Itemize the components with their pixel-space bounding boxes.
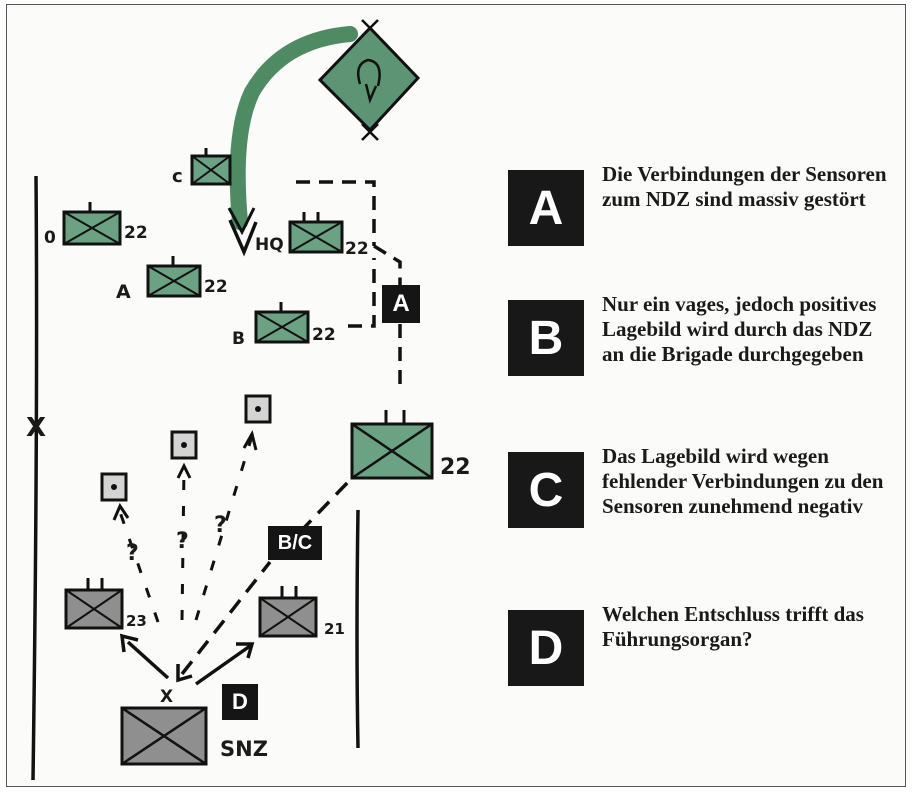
unit-snz — [120, 706, 208, 766]
legend-badge-c: C — [508, 452, 584, 528]
legend-text-d: Welchen Entschluss trifft das Führungsor… — [602, 602, 864, 651]
sensor-left — [100, 472, 128, 502]
tag-bc: B/C — [268, 526, 322, 560]
dashed-arrow-left — [118, 511, 160, 623]
tag-d: D — [222, 684, 258, 720]
dashed-link-b — [348, 258, 376, 328]
legend-item-a: A Die Verbindungen der Sensoren zum NDZ … — [508, 162, 892, 246]
unit-c-label: c — [172, 166, 183, 187]
unit-0-number: 22 — [124, 223, 148, 243]
unit-right-number: 22 — [440, 455, 471, 480]
legend-text-b: Nur ein vages, jedoch positives Lagebild… — [602, 292, 877, 366]
legend-text-a: Die Verbindungen der Sensoren zum NDZ si… — [602, 162, 887, 211]
question-mark-right: ? — [214, 513, 227, 538]
unit-0 — [62, 202, 122, 246]
legend-badge-a: A — [508, 170, 584, 246]
unit-right-22 — [350, 410, 434, 480]
arrow-to-23 — [126, 640, 170, 680]
boundary-line-right — [355, 509, 360, 749]
question-mark-middle: ? — [176, 529, 189, 554]
unit-21-label: 21 — [324, 620, 345, 638]
unit-hq — [228, 212, 344, 257]
unit-hq-label: HQ — [255, 235, 284, 255]
legend-item-b: B Nur ein vages, jedoch positives Lagebi… — [508, 292, 882, 376]
higher-hq-diamond — [317, 19, 421, 141]
legend-badge-b: B — [508, 300, 584, 376]
question-mark-left: ? — [126, 541, 139, 566]
unit-snz-label: SNZ — [220, 737, 268, 761]
sensor-middle — [170, 430, 198, 460]
unit-a-number: 22 — [204, 277, 228, 297]
unit-c — [190, 148, 232, 186]
unit-b-label: B — [232, 329, 245, 349]
dashed-arrow-right — [194, 435, 254, 621]
boundary-line-left — [31, 175, 39, 781]
legend-text-c: Das Lagebild wird wegen fehlender Verbin… — [602, 444, 884, 518]
unit-23-label: 23 — [126, 612, 147, 630]
unit-b-number: 22 — [312, 325, 336, 345]
tag-a: A — [382, 285, 420, 323]
sensor-right — [244, 394, 272, 424]
unit-21 — [258, 586, 318, 638]
legend-item-c: C Das Lagebild wird wegen fehlender Verb… — [508, 444, 902, 528]
dashed-link-22 — [298, 478, 352, 534]
legend-item-d: D Welchen Entschluss trifft das Führungs… — [508, 602, 872, 686]
unit-b — [254, 302, 310, 344]
figure-frame — [6, 4, 906, 787]
boundary-x-label: X — [26, 413, 46, 443]
green-curved-arrow — [229, 26, 358, 230]
unit-a-label: A — [116, 281, 131, 303]
unit-23 — [64, 578, 124, 630]
green-arrow-head — [227, 207, 256, 236]
unit-0-label: 0 — [44, 228, 56, 248]
arrow-to-21 — [194, 644, 252, 686]
unit-hq-number: 22 — [345, 239, 369, 259]
legend-badge-d: D — [508, 610, 584, 686]
dashed-link-bc — [180, 560, 272, 676]
unit-a — [146, 256, 202, 298]
dashed-link-top — [296, 180, 402, 290]
snz-x-label: X — [160, 687, 173, 707]
